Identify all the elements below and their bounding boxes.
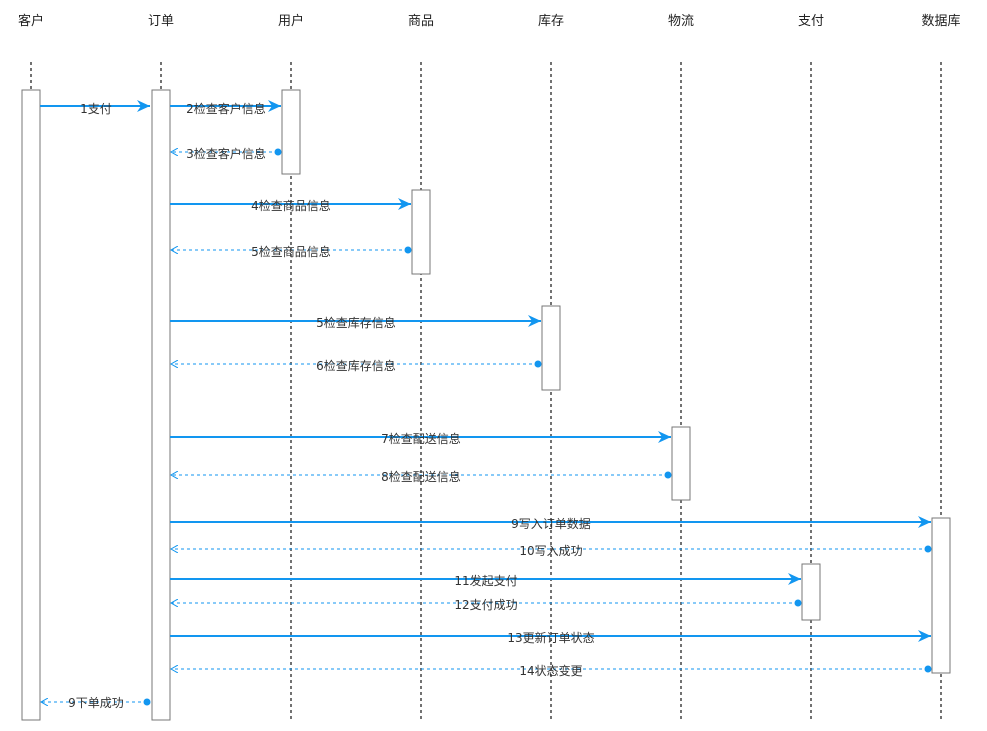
message-4-label: 4检查商品信息: [251, 198, 331, 213]
message-12-label: 11发起支付: [454, 573, 517, 588]
activation-customer: [21, 89, 41, 721]
message-2-label: 2检查客户信息: [186, 101, 266, 116]
participant-label-customer: 客户: [18, 13, 44, 29]
message-11-label: 10写入成功: [519, 544, 582, 558]
message-13: 12支付成功: [171, 598, 802, 612]
activation-user: [281, 89, 301, 175]
message-6-label: 5检查库存信息: [316, 315, 396, 330]
message-2: 2检查客户信息: [170, 100, 281, 116]
message-15-origin-dot: [924, 665, 932, 673]
participant-label-product: 商品: [408, 14, 434, 29]
message-15: 14状态变更: [171, 663, 932, 678]
message-5-origin-dot: [404, 246, 412, 254]
message-13-origin-dot: [794, 599, 802, 607]
message-6: 5检查库存信息: [170, 315, 541, 330]
activation-logistics: [671, 426, 691, 501]
message-5: 5检查商品信息: [171, 244, 412, 259]
message-1-label: 1支付: [80, 102, 112, 116]
participant-label-user: 用户: [278, 13, 304, 29]
participant-label-payment: 支付: [798, 14, 824, 29]
message-13-label: 12支付成功: [454, 598, 517, 612]
participant-label-order: 订单: [148, 14, 174, 29]
activation-database: [931, 517, 951, 674]
message-3: 3检查客户信息: [171, 146, 282, 161]
message-14: 13更新订单状态: [170, 630, 931, 645]
message-10: 9写入订单数据: [170, 516, 931, 531]
message-4: 4检查商品信息: [170, 198, 411, 213]
activation-order: [151, 89, 171, 721]
message-12: 11发起支付: [170, 573, 801, 588]
participant-label-logistics: 物流: [668, 14, 694, 29]
message-1: 1支付: [40, 100, 150, 116]
message-8: 7检查配送信息: [170, 431, 671, 446]
message-15-label: 14状态变更: [519, 663, 582, 678]
message-3-label: 3检查客户信息: [186, 146, 266, 161]
message-16-origin-dot: [143, 698, 151, 706]
participant-label-database: 数据库: [921, 13, 960, 29]
activation-product: [411, 189, 431, 275]
message-5-label: 5检查商品信息: [251, 244, 331, 259]
message-3-origin-dot: [274, 148, 282, 156]
message-9-origin-dot: [664, 471, 672, 479]
message-14-label: 13更新订单状态: [507, 630, 594, 645]
message-7-label: 6检查库存信息: [316, 358, 396, 373]
message-7: 6检查库存信息: [171, 358, 542, 373]
message-11-origin-dot: [924, 545, 932, 553]
message-11: 10写入成功: [171, 544, 932, 558]
activation-payment: [801, 563, 821, 621]
activation-inventory: [541, 305, 561, 391]
message-9: 8检查配送信息: [171, 469, 672, 484]
message-16-label: 9下单成功: [68, 696, 124, 710]
message-8-label: 7检查配送信息: [381, 431, 461, 446]
message-16: 9下单成功: [41, 696, 151, 710]
message-9-label: 8检查配送信息: [381, 469, 461, 484]
participant-label-inventory: 库存: [538, 13, 564, 29]
message-7-origin-dot: [534, 360, 542, 368]
message-10-label: 9写入订单数据: [511, 516, 591, 531]
